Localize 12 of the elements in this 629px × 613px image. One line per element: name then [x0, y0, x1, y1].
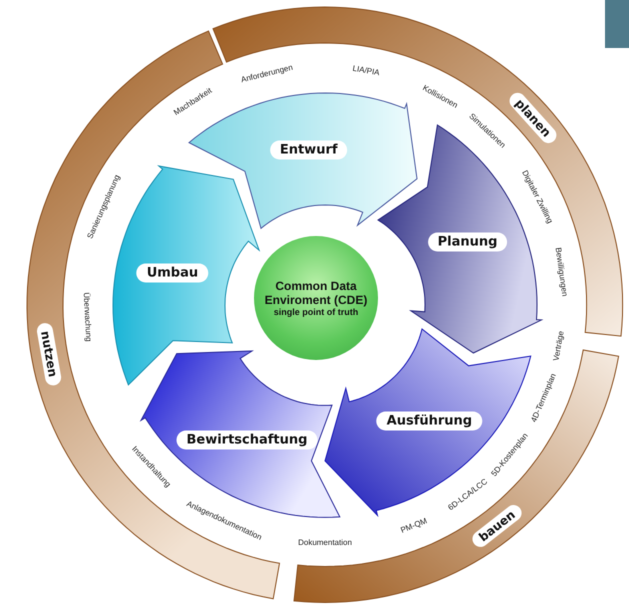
ring-term: Verträge — [552, 330, 567, 362]
ring-term: Bewilligungen — [552, 246, 570, 298]
phase-label: Umbau — [136, 263, 208, 282]
ring-term: Überwachung — [81, 292, 94, 342]
center-title: Common Data Enviroment (CDE) — [264, 278, 368, 306]
phase-label: Planung — [428, 232, 508, 252]
phase-label: Bewirtschaftung — [176, 430, 318, 450]
ring-term: LIA/PIA — [352, 63, 381, 78]
ring-term: Dokumentation — [298, 538, 352, 548]
phase-label: Entwurf — [270, 140, 348, 160]
phase-label: Ausführung — [376, 411, 482, 430]
center-subtitle: single point of truth — [272, 306, 360, 318]
